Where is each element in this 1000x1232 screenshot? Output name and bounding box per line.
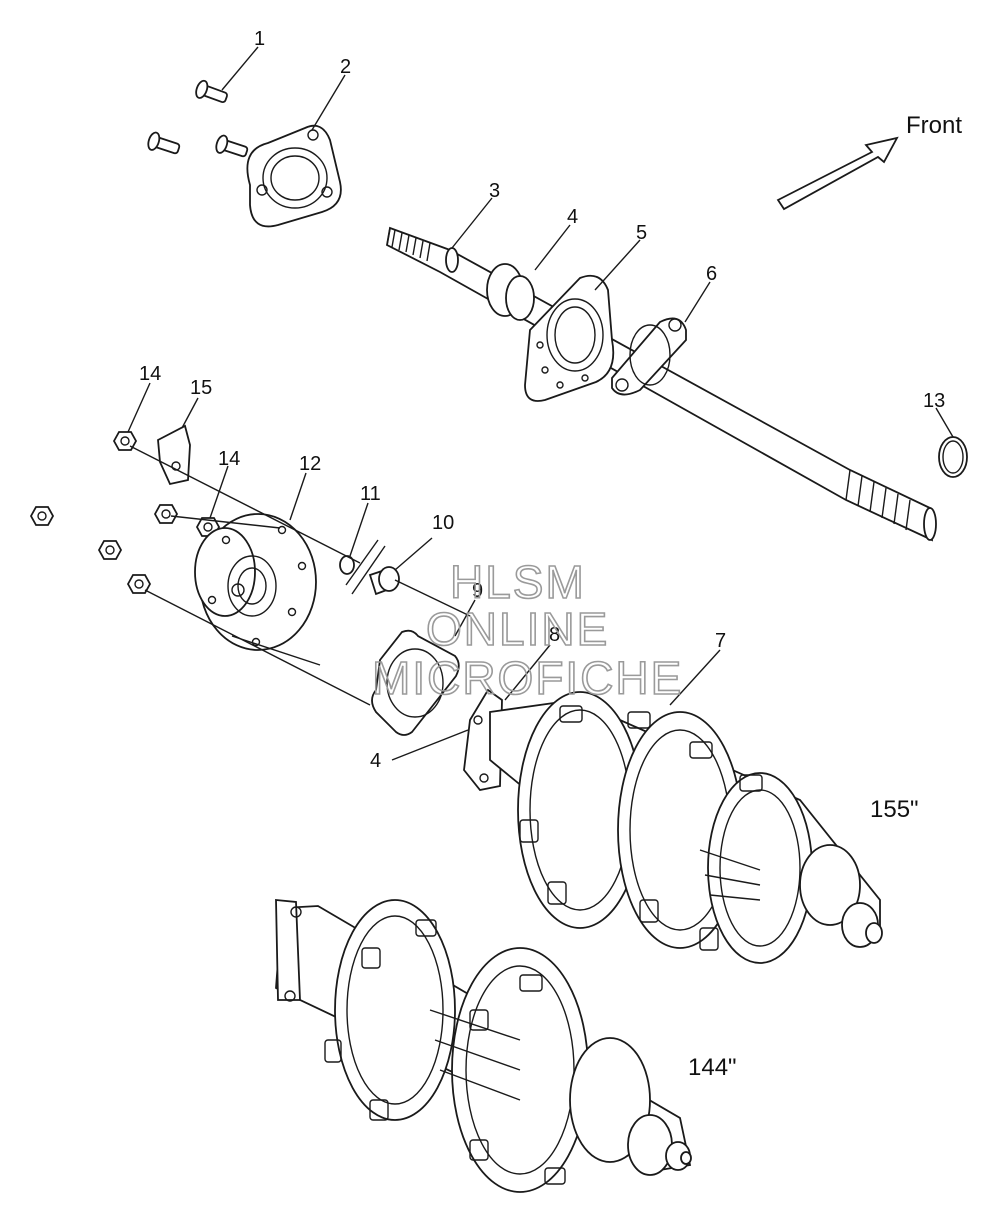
drive-shaft xyxy=(385,226,937,542)
bolt-parts xyxy=(147,79,249,158)
callout-9: 9 xyxy=(472,580,483,602)
shaft-bearing xyxy=(486,263,535,321)
callout-14-mid: 14 xyxy=(218,448,240,470)
variant-label-144: 144" xyxy=(688,1054,737,1081)
callout-4-gasket: 4 xyxy=(370,750,381,772)
callout-8: 8 xyxy=(549,624,560,646)
bearing-flange-right xyxy=(611,317,687,396)
variant-label-155: 155" xyxy=(870,796,919,823)
sprocket-assembly-144 xyxy=(275,899,692,1193)
callout-5: 5 xyxy=(636,222,647,244)
callout-11: 11 xyxy=(360,483,381,505)
bearing-plate xyxy=(524,274,615,402)
callout-13: 13 xyxy=(923,390,945,412)
callout-6: 6 xyxy=(706,263,717,285)
lock-tab xyxy=(157,424,191,486)
callout-leaders xyxy=(127,46,954,761)
callout-7: 7 xyxy=(715,630,726,652)
bearing-flange-left xyxy=(246,124,342,228)
callout-12: 12 xyxy=(299,453,321,475)
watermark-line-2: ONLINE xyxy=(426,603,609,655)
sprocket-assembly-155 xyxy=(489,691,883,964)
callout-labels: 1 2 3 4 5 6 13 14 15 14 12 11 10 9 8 7 4 xyxy=(139,28,945,772)
assembly-lines xyxy=(129,445,471,706)
callout-2: 2 xyxy=(340,56,351,78)
watermark-line-1: HLSM xyxy=(450,556,586,608)
callout-14-top: 14 xyxy=(139,363,161,385)
hub-flange xyxy=(194,513,317,651)
callout-15: 15 xyxy=(190,377,212,399)
front-arrow xyxy=(776,136,899,211)
front-label: Front xyxy=(906,112,962,139)
watermark-line-3: MICROFICHE xyxy=(372,652,683,704)
plug xyxy=(368,566,400,596)
callout-1: 1 xyxy=(254,28,265,50)
callout-3: 3 xyxy=(489,180,500,202)
lock-nuts xyxy=(29,431,221,594)
gasket xyxy=(371,629,460,736)
callout-10: 10 xyxy=(432,512,454,534)
watermark: HLSM ONLINE MICROFICHE xyxy=(371,555,683,705)
callout-4-shaft: 4 xyxy=(567,206,578,228)
